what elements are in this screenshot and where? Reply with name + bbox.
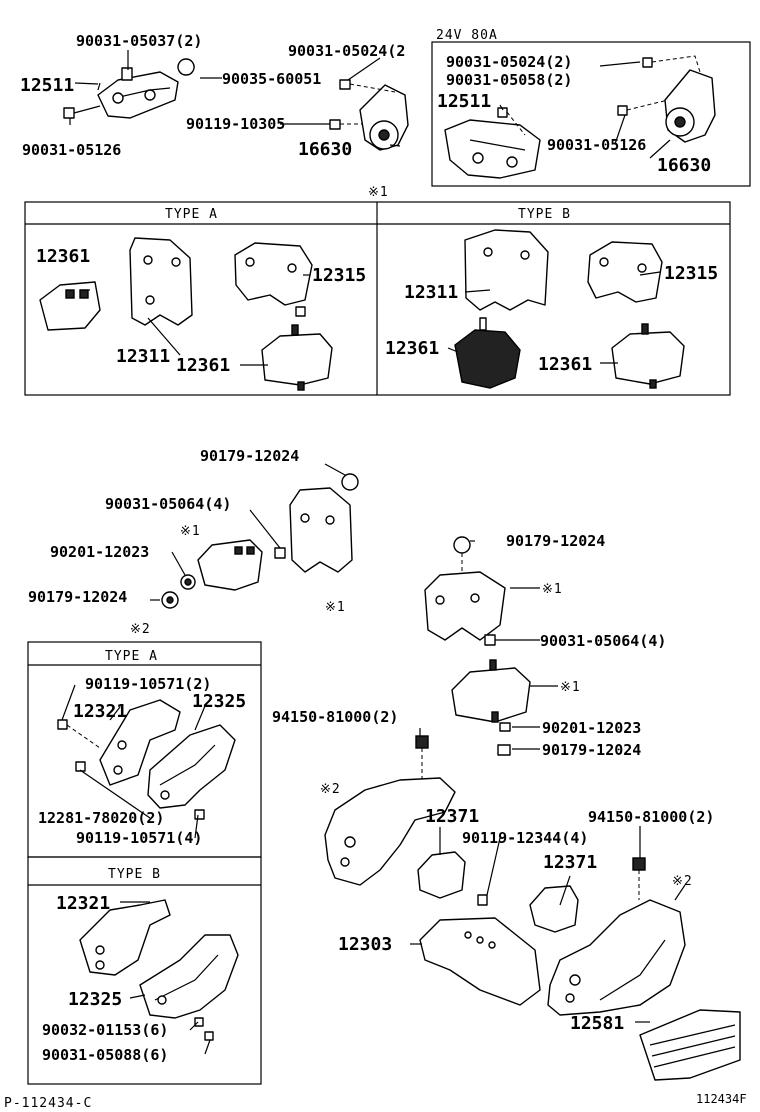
figure-code: 112434F: [696, 1092, 747, 1106]
box-type-b-lower: [27, 856, 262, 1085]
label-90201-12023-a: 90201-12023: [50, 543, 149, 561]
label-90031-05064-b: 90031-05064(4): [540, 632, 666, 650]
label-type-b-lower: TYPE B: [108, 867, 161, 882]
label-12315-a: 12315: [312, 265, 366, 286]
label-type-b-top: TYPE B: [518, 207, 571, 222]
label-type-a-lower: TYPE A: [105, 649, 158, 664]
leader-lines: [61, 50, 686, 1055]
label-12325-b: 12325: [68, 989, 122, 1010]
label-90119-10305: 90119-10305: [186, 115, 285, 133]
label-12371-a: 12371: [425, 806, 479, 827]
note-1-c: ※1: [542, 582, 563, 597]
note-1-b: ※1: [325, 600, 346, 615]
note-2-c: ※2: [672, 874, 693, 889]
label-12315-b: 12315: [664, 263, 718, 284]
label-90032-01153: 90032-01153(6): [42, 1021, 168, 1039]
label-12321-a: 12321: [73, 701, 127, 722]
mount-type-a-parts: [39, 237, 333, 391]
label-90119-12344: 90119-12344(4): [462, 829, 588, 847]
label-90031-05126-a: 90031-05126: [22, 141, 121, 159]
note-1-top: ※1: [368, 185, 389, 200]
label-16630-b: 16630: [657, 155, 711, 176]
label-90179-12024-b: 90179-12024: [28, 588, 127, 606]
label-90031-05126-b: 90031-05126: [547, 136, 646, 154]
note-1-d: ※1: [560, 680, 581, 695]
label-12281-78020: 12281-78020(2): [38, 809, 164, 827]
label-90031-05058: 90031-05058(2): [446, 71, 572, 89]
label-90179-12024-a: 90179-12024: [200, 447, 299, 465]
label-90119-10571-a: 90119-10571(2): [85, 675, 211, 693]
label-90031-05064-a: 90031-05064(4): [105, 495, 231, 513]
label-90031-05037: 90031-05037(2): [76, 32, 202, 50]
label-90031-05024-b: 90031-05024(2): [446, 53, 572, 71]
label-24v-80a: 24V 80A: [436, 28, 498, 43]
label-90035-60051: 90035-60051: [222, 70, 321, 88]
label-90031-05088: 90031-05088(6): [42, 1046, 168, 1064]
label-12361-c: 12361: [385, 338, 439, 359]
bracket-type-b-lower: [79, 899, 239, 1041]
part-labels: 90031-05037(2) 12511 90035-60051 90031-0…: [4, 28, 747, 1111]
generator-16630-group-b: [617, 55, 716, 143]
box-24v-80a: [431, 41, 751, 187]
mount-right-middle: [424, 536, 531, 756]
bracket-12511-group-b: [444, 107, 541, 179]
label-16630-a: 16630: [298, 139, 352, 160]
label-94150-81000-b: 94150-81000(2): [588, 808, 714, 826]
label-90179-12024-c: 90179-12024: [506, 532, 605, 550]
mount-middle-left: [161, 473, 359, 609]
label-90179-12024-d: 90179-12024: [542, 741, 641, 759]
page-code: P-112434-C: [4, 1096, 92, 1111]
label-12511-a: 12511: [20, 75, 74, 96]
label-94150-81000-a: 94150-81000(2): [272, 708, 398, 726]
label-type-a-top: TYPE A: [165, 207, 218, 222]
label-12361-d: 12361: [538, 354, 592, 375]
label-12325-a: 12325: [192, 691, 246, 712]
note-1-a: ※1: [180, 524, 201, 539]
label-12311-b: 12311: [404, 282, 458, 303]
generator-16630-group-a: [329, 79, 409, 151]
label-12371-b: 12371: [543, 852, 597, 873]
label-12321-b: 12321: [56, 893, 110, 914]
crossmember-assembly: [324, 735, 741, 1081]
label-12581: 12581: [570, 1013, 624, 1034]
note-2-a: ※2: [130, 622, 151, 637]
label-12361-a: 12361: [36, 246, 90, 267]
label-12311-a: 12311: [116, 346, 170, 367]
label-90031-05024-a: 90031-05024(2: [288, 42, 405, 60]
label-12361-b: 12361: [176, 355, 230, 376]
label-90201-12023-b: 90201-12023: [542, 719, 641, 737]
bracket-12511-group: [63, 58, 222, 119]
label-12511-b: 12511: [437, 91, 491, 112]
note-2-b: ※2: [320, 782, 341, 797]
label-12303: 12303: [338, 934, 392, 955]
label-90119-10571-b: 90119-10571(4): [76, 829, 202, 847]
